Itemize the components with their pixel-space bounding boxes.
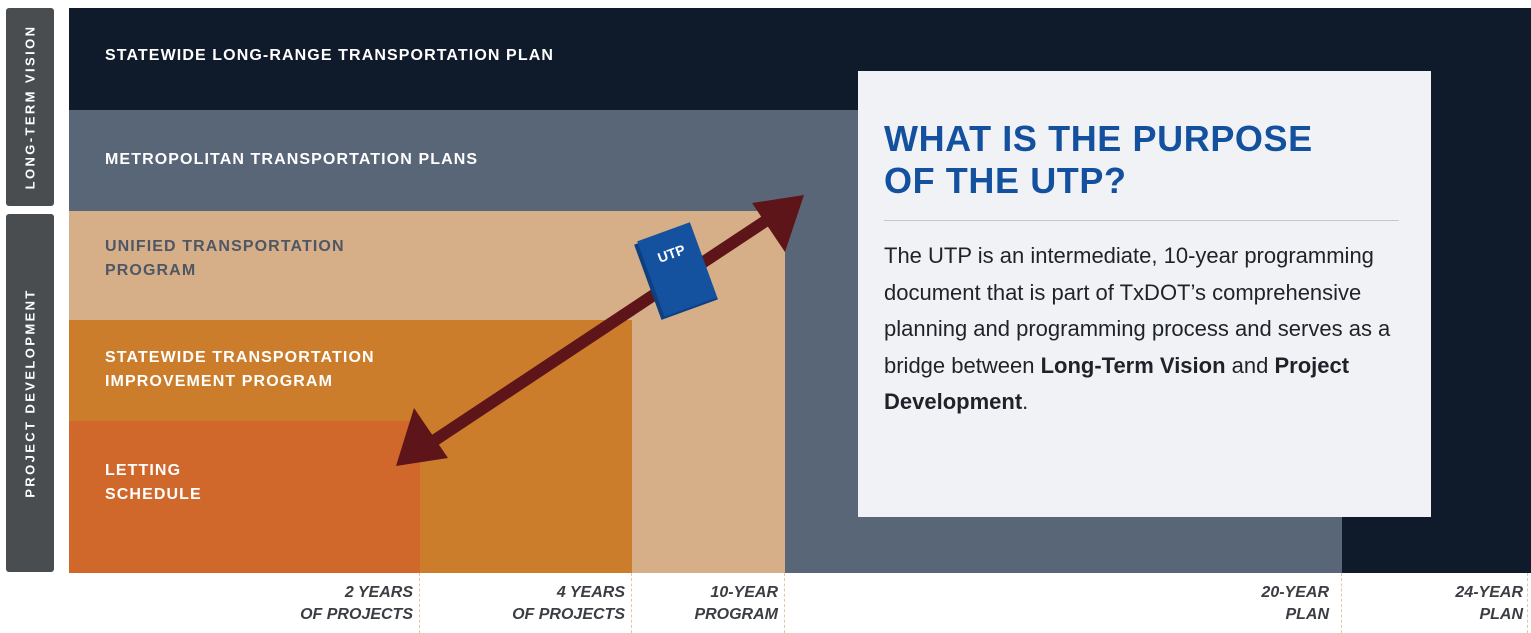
letting-schedule-band — [69, 421, 420, 573]
timeline-label-4yr-line2: OF PROJECTS — [512, 606, 625, 623]
timeline-label-4yr-line1: 4 YEARS — [556, 584, 625, 601]
timeline-label-2yr: 2 YEARS OF PROJECTS — [300, 582, 413, 626]
purpose-card: WHAT IS THE PURPOSE OF THE UTP? The UTP … — [858, 71, 1431, 517]
stip-label-line1: STATEWIDE TRANSPORTATION — [105, 349, 375, 366]
card-body: The UTP is an intermediate, 10-year prog… — [884, 238, 1414, 421]
stip-label: STATEWIDE TRANSPORTATION IMPROVEMENT PRO… — [105, 346, 375, 394]
long-term-vision-highlight: Long-Term Vision — [1040, 352, 1226, 378]
timeline-label-4yr: 4 YEARS OF PROJECTS — [512, 582, 625, 626]
timeline-label-10yr-line2: PROGRAM — [694, 606, 778, 623]
card-title-line2: OF THE UTP? — [884, 160, 1127, 201]
tick-line-2yr — [419, 573, 420, 633]
metropolitan-plans-label: METROPOLITAN TRANSPORTATION PLANS — [105, 151, 479, 168]
tick-line-10yr — [784, 573, 785, 633]
timeline-label-20yr-line1: 20-YEAR — [1261, 584, 1329, 601]
statewide-plan-label: STATEWIDE LONG-RANGE TRANSPORTATION PLAN — [105, 47, 555, 64]
project-development-highlight: Project Development — [884, 352, 1350, 415]
utp-label-line2: PROGRAM — [105, 262, 197, 279]
timeline-label-10yr: 10-YEAR PROGRAM — [694, 582, 778, 626]
card-title: WHAT IS THE PURPOSE OF THE UTP? — [884, 118, 1404, 202]
timeline-label-2yr-line2: OF PROJECTS — [300, 606, 413, 623]
long-term-vision-tab: LONG-TERM VISION — [6, 8, 54, 206]
card-body-end: . — [1022, 389, 1029, 414]
stip-label-line2: IMPROVEMENT PROGRAM — [105, 373, 334, 390]
timeline-label-24yr: 24-YEAR PLAN — [1455, 582, 1523, 626]
project-development-label: PROJECT DEVELOPMENT — [22, 288, 38, 498]
card-body-mid: and — [1225, 352, 1275, 378]
long-term-vision-label: LONG-TERM VISION — [22, 24, 38, 190]
utp-label: UNIFIED TRANSPORTATION PROGRAM — [105, 235, 345, 283]
letting-label-line2: SCHEDULE — [105, 486, 202, 503]
tick-line-24yr — [1527, 573, 1528, 633]
tick-line-20yr — [1341, 573, 1342, 633]
letting-label-line1: LETTING — [105, 462, 182, 479]
timeline-label-20yr-line2: PLAN — [1285, 606, 1329, 623]
project-development-tab: PROJECT DEVELOPMENT — [6, 214, 54, 572]
timeline-label-10yr-line1: 10-YEAR — [710, 584, 778, 601]
utp-label-line1: UNIFIED TRANSPORTATION — [105, 238, 345, 255]
tick-line-4yr — [631, 573, 632, 633]
timeline-label-20yr: 20-YEAR PLAN — [1261, 582, 1329, 626]
timeline-label-24yr-line2: PLAN — [1479, 606, 1523, 623]
card-divider — [884, 220, 1399, 221]
timeline-label-24yr-line1: 24-YEAR — [1455, 584, 1523, 601]
letting-schedule-label: LETTING SCHEDULE — [105, 459, 202, 507]
timeline-label-2yr-line1: 2 YEARS — [344, 584, 413, 601]
card-title-line1: WHAT IS THE PURPOSE — [884, 118, 1313, 159]
card-body-prefix: The UTP is an intermediate, 10-year prog… — [884, 243, 1391, 378]
